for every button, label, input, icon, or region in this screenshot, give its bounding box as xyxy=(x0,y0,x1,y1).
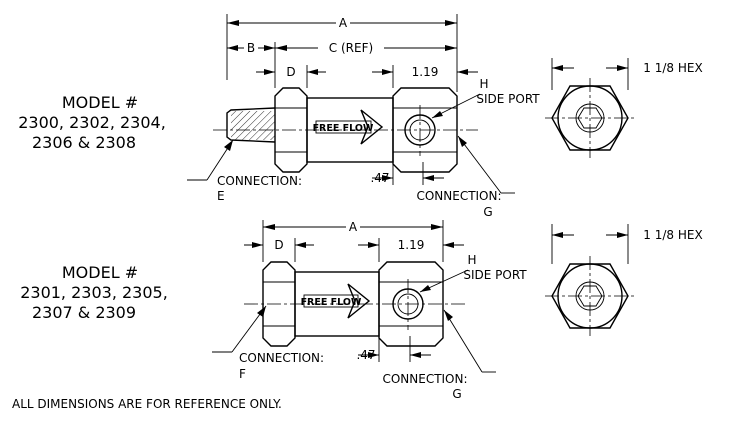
model-1-dim-d: D xyxy=(286,65,295,79)
model-2-flow-label: FREE FLOW xyxy=(301,297,362,308)
model-2-conn-outlet-letter: G xyxy=(452,387,461,401)
model-2-label: MODEL # xyxy=(62,263,138,282)
model-2-port-label: SIDE PORT xyxy=(463,268,527,282)
model-1-port-letter: H xyxy=(479,77,488,91)
model-1-dim-a: A xyxy=(339,16,348,30)
model-2-dim-119: 1.19 xyxy=(398,238,425,252)
model-2-dim-d: D xyxy=(274,238,283,252)
model-1-dim-c: C (REF) xyxy=(329,41,373,55)
model-1-group: MODEL # 2300, 2302, 2304, 2306 & 2308 A … xyxy=(18,14,703,219)
model-1-inlet-thread xyxy=(226,107,276,143)
model-2-side-port-block xyxy=(378,261,444,347)
model-1-hex-nut xyxy=(274,87,308,173)
model-2-hex-nut xyxy=(262,261,296,347)
model-1-conn-outlet: CONNECTION: xyxy=(416,189,501,203)
model-2-group: MODEL # 2301, 2303, 2305, 2307 & 2309 A … xyxy=(20,220,703,401)
model-2-hex-label: 1 1/8 HEX xyxy=(643,228,702,242)
model-2-conn-inlet-letter: F xyxy=(239,367,246,381)
model-2-numbers-line1: 2301, 2303, 2305, xyxy=(20,283,168,302)
footnote: ALL DIMENSIONS ARE FOR REFERENCE ONLY. xyxy=(12,397,282,411)
model-1-conn-outlet-letter: G xyxy=(483,205,492,219)
model-2-conn-outlet: CONNECTION: xyxy=(382,372,467,386)
model-1-dim-47: .47 xyxy=(370,171,389,185)
model-1-numbers-line2: 2306 & 2308 xyxy=(32,133,136,152)
model-1-port-label: SIDE PORT xyxy=(476,92,540,106)
model-2-dim-47: .47 xyxy=(356,348,375,362)
model-1-side-port-block xyxy=(392,87,458,173)
model-1-numbers-line1: 2300, 2302, 2304, xyxy=(18,113,166,132)
model-1-conn-inlet: CONNECTION: xyxy=(217,174,302,188)
model-2-flow-arrow xyxy=(347,283,371,319)
model-2-dim-a: A xyxy=(349,220,358,234)
model-1-hex-label: 1 1/8 HEX xyxy=(643,61,702,75)
model-1-label: MODEL # xyxy=(62,93,138,112)
model-1-dim-119: 1.19 xyxy=(412,65,439,79)
model-1-conn-inlet-letter: E xyxy=(217,189,225,203)
model-2-conn-inlet: CONNECTION: xyxy=(239,351,324,365)
model-2-numbers-line2: 2307 & 2309 xyxy=(32,303,136,322)
model-1-dim-b: B xyxy=(247,41,255,55)
model-1-flow-label: FREE FLOW xyxy=(313,123,374,134)
model-2-port-letter: H xyxy=(467,253,476,267)
model-1-flow-arrow xyxy=(360,109,384,145)
